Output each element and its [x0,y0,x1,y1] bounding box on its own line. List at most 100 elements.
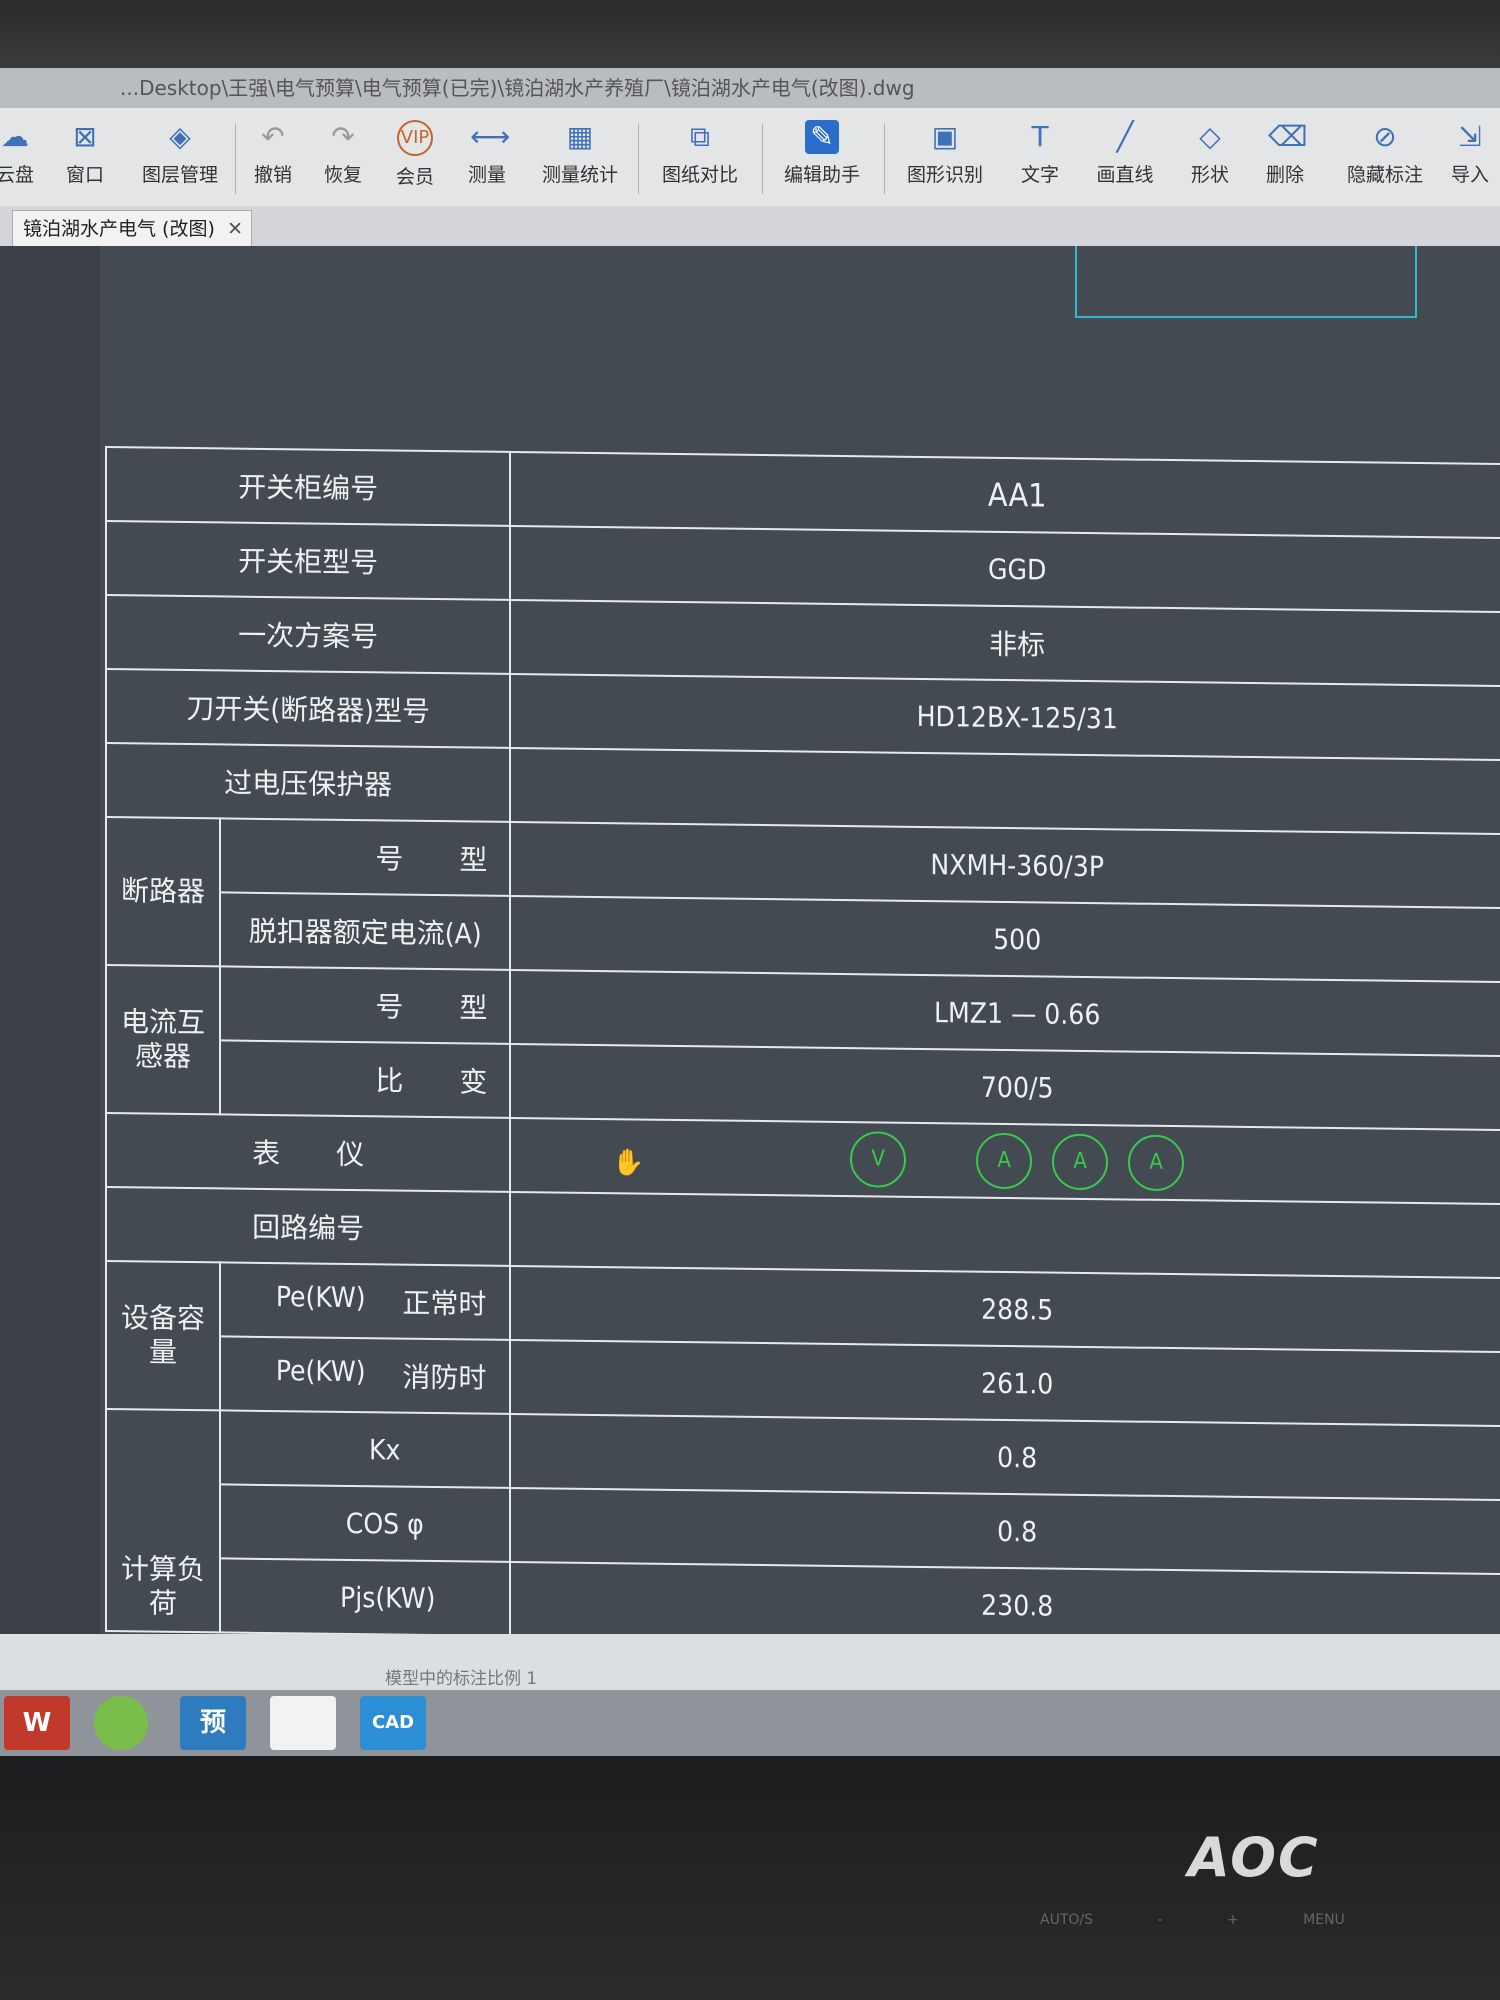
breaker-group-label: 断路器 [106,817,221,967]
edit-assistant-button[interactable]: ✎编辑助手 [783,120,860,186]
monitor-button-plus[interactable]: + [1226,1912,1239,1928]
edit-assistant-icon: ✎ [805,120,839,154]
breaker-model-value: NXMH-360/3P [510,821,1500,909]
overvoltage-protector-label: 过电压保护器 [106,743,511,822]
voltmeter-symbol: V [850,1131,907,1188]
switchgear-table: 开关柜编号 AA1 开关柜型号 GGD 一次方案号 非标 刀开关(断路器)型号 … [105,446,1500,1634]
meter-label: 表 仪 [106,1113,511,1192]
hide-annotation-button[interactable]: ⊘隐藏标注 [1346,120,1423,186]
overvoltage-protector-value [510,747,1500,835]
switch-cabinet-type-value: GGD [510,525,1500,613]
measure-icon: ⟷ [470,120,511,153]
drawing-canvas[interactable]: 开关柜编号 AA1 开关柜型号 GGD 一次方案号 非标 刀开关(断路器)型号 … [0,246,1500,1634]
kx-label: Kx [220,1410,511,1488]
text-icon: T [1031,120,1049,153]
shape-button[interactable]: ◇形状 [1190,120,1229,186]
shape-recognition-button[interactable]: ▣图形识别 [906,120,983,186]
measure-button[interactable]: ⟷测量 [467,120,511,186]
knife-switch-value: HD12BX-125/31 [510,673,1500,761]
redo-button[interactable]: ↷恢复 [323,120,362,186]
pe-fire-label: Pe(KW) [275,1354,366,1389]
pe-fire-label-cell: Pe(KW) 消防时 [220,1336,511,1414]
monitor-button-minus[interactable]: - [1157,1912,1163,1928]
calc-load-group-label: 计算负荷 [106,1409,221,1633]
app-budget-icon[interactable]: 预 [180,1696,246,1750]
layer-manager-button[interactable]: ◈图层管理 [141,120,218,186]
capacity-group-label: 设备容量 [106,1261,221,1411]
window-button[interactable]: ⊠窗口 [65,120,104,186]
primary-scheme-value: 非标 [510,599,1500,687]
pe-normal-label: Pe(KW) [275,1280,366,1315]
monitor-button-labels: AUTO/S - + MENU [1040,1912,1405,1928]
knife-switch-label: 刀开关(断路器)型号 [106,669,511,748]
ct-model-label: 号 型 [220,966,511,1044]
breaker-model-label: 号 型 [220,818,511,896]
vip-icon: VIP [397,120,433,156]
meter-symbols: V A A A [850,1131,1185,1192]
ammeter-symbol: A [1128,1134,1185,1192]
circuit-no-value [510,1191,1500,1279]
app-green-icon[interactable] [94,1696,148,1750]
taskbar: W 预 CAD [0,1690,1500,1756]
hide-icon: ⊘ [1373,120,1397,153]
cloud-disk-button[interactable]: ☁云盘 [0,120,34,186]
pe-normal-label-cell: Pe(KW) 正常时 [220,1262,511,1340]
status-bar: 模型中的标注比例 1 [0,1634,1500,1690]
app-red-icon[interactable]: W [4,1696,70,1750]
monitor-bezel-top [0,0,1500,70]
toolbar-separator [638,124,639,194]
ct-ratio-value: 700/5 [510,1043,1500,1131]
monitor-button-menu[interactable]: MENU [1303,1912,1345,1928]
pe-normal-sub-label: 正常时 [402,1286,487,1321]
close-icon[interactable]: ✕ [227,218,243,240]
app-cad-icon[interactable]: CAD [360,1696,426,1750]
primary-scheme-label: 一次方案号 [106,595,511,674]
undo-icon: ↶ [261,120,285,153]
canvas-left-margin [0,246,100,1634]
pe-fire-value: 261.0 [510,1339,1500,1427]
toolbar-separator [884,124,885,194]
toolbar-separator [762,124,763,194]
cos-phi-value: 0.8 [510,1487,1500,1575]
redo-icon: ↷ [331,120,355,153]
switch-cabinet-type-label: 开关柜型号 [106,521,511,600]
switchgear-table-drawing: 开关柜编号 AA1 开关柜型号 GGD 一次方案号 非标 刀开关(断路器)型号 … [105,446,1500,1634]
layers-icon: ◈ [169,120,191,153]
trip-current-value: 500 [510,895,1500,983]
undo-button[interactable]: ↶撤销 [253,120,292,186]
toolbar-separator [235,124,236,194]
import-button[interactable]: ⇲导入 [1450,120,1489,186]
eraser-icon: ⌫ [1268,120,1308,153]
switch-cabinet-no-label: 开关柜编号 [106,447,511,526]
window-title: ...Desktop\王强\电气预算\电气预算(已完)\镜泊湖水产养殖厂\镜泊湖… [120,76,915,100]
pan-hand-cursor-icon: ✋ [612,1148,645,1178]
monitor-button-auto[interactable]: AUTO/S [1040,1912,1093,1928]
cloud-disk-icon: ☁ [1,120,29,153]
meter-cell: V A A A [510,1117,1500,1205]
window-icon: ⊠ [73,120,97,153]
pe-fire-sub-label: 消防时 [402,1360,487,1395]
compare-button[interactable]: ⧉图纸对比 [661,120,738,186]
ct-model-value: LMZ1 — 0.66 [510,969,1500,1057]
pe-normal-value: 288.5 [510,1265,1500,1353]
kx-value: 0.8 [510,1413,1500,1501]
ct-group-label: 电流互感器 [106,965,221,1115]
shape-recognition-icon: ▣ [931,120,959,153]
draw-line-button[interactable]: ╱画直线 [1096,120,1154,186]
monitor-bezel-bottom: AOC AUTO/S - + MENU [0,1756,1500,2000]
compare-icon: ⧉ [690,120,710,153]
pjs-label: Pjs(KW) [220,1558,511,1634]
ammeter-symbol: A [1052,1133,1109,1191]
window-title-bar: ...Desktop\王强\电气预算\电气预算(已完)\镜泊湖水产养殖厂\镜泊湖… [0,68,1500,108]
ct-ratio-label: 比 变 [220,1040,511,1118]
document-tab-label: 镜泊湖水产电气 (改图) [23,218,215,240]
document-tab[interactable]: 镜泊湖水产电气 (改图) ✕ [12,210,252,246]
measure-stats-icon: ▦ [566,120,594,153]
delete-button[interactable]: ⌫删除 [1265,120,1308,186]
measure-stats-button[interactable]: ▦测量统计 [541,120,618,186]
app-diamond-icon[interactable] [270,1696,336,1750]
circuit-no-label: 回路编号 [106,1187,511,1266]
